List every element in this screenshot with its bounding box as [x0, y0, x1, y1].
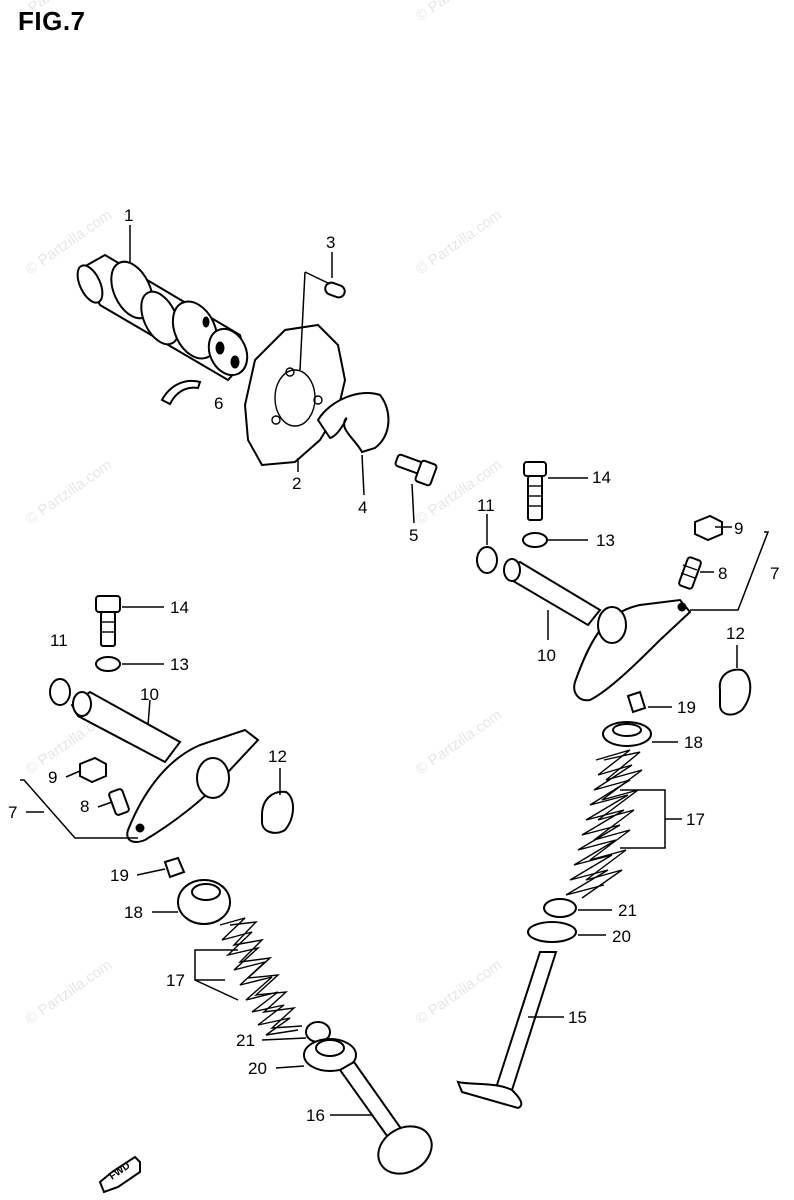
callout-9-right: 9 — [734, 519, 743, 538]
spring-seat-right — [527, 921, 577, 943]
valve-spring-retainer-right — [602, 721, 652, 747]
rocker-shaft-right — [503, 558, 602, 627]
camshaft — [76, 253, 249, 382]
callout-19-right: 19 — [677, 698, 696, 717]
spring-seat-left — [303, 1038, 357, 1072]
callout-18-right: 18 — [684, 733, 703, 752]
callout-20-right: 20 — [612, 927, 631, 946]
callout-21-right: 21 — [618, 901, 637, 920]
valve-cotter-right — [626, 690, 647, 714]
callout-7-right: 7 — [770, 564, 779, 583]
washer-right — [522, 532, 548, 548]
callout-17-left: 17 — [166, 971, 185, 990]
o-ring-right — [476, 546, 498, 574]
callout-21-left: 21 — [236, 1031, 255, 1050]
valve-cotter-left — [163, 856, 186, 879]
rocker-arm-right — [573, 598, 692, 702]
callout-15: 15 — [568, 1008, 587, 1027]
rocker-shaft-left — [70, 690, 182, 764]
bolt-right — [523, 461, 547, 521]
watermark-layer: © Partzilla.com © Partzilla.com © Partzi… — [13, 0, 506, 1028]
callout-17-right: 17 — [686, 810, 705, 829]
watermark: © Partzilla.com — [13, 0, 106, 25]
callout-10-left: 10 — [140, 685, 159, 704]
oil-seal-right — [543, 898, 577, 918]
adjusting-screw-left — [108, 788, 130, 816]
callout-8-left: 8 — [80, 797, 89, 816]
c-clip — [160, 380, 202, 406]
exhaust-valve — [456, 951, 558, 1110]
callout-3: 3 — [326, 233, 335, 252]
forward-direction-arrow: FWD — [98, 1155, 141, 1194]
callout-2: 2 — [292, 474, 301, 493]
callout-9-left: 9 — [48, 768, 57, 787]
callout-19-left: 19 — [110, 866, 129, 885]
watermark: © Partzilla.com — [413, 956, 506, 1028]
adjusting-nut-left — [79, 756, 107, 784]
watermark: © Partzilla.com — [413, 706, 506, 778]
cam-sprocket — [243, 323, 347, 467]
callout-13-left: 13 — [170, 655, 189, 674]
sprocket-bolt — [394, 453, 438, 487]
valve-springs-left — [219, 917, 303, 1036]
valve-spring-retainer-left — [177, 879, 231, 925]
callout-14-left: 14 — [170, 598, 189, 617]
callout-1: 1 — [124, 206, 133, 225]
chain-tensioner-pad-left — [261, 790, 294, 834]
callout-8-right: 8 — [718, 564, 727, 583]
watermark: © Partzilla.com — [23, 956, 116, 1028]
figure-title: FIG.7 — [18, 6, 86, 36]
callout-13-right: 13 — [596, 531, 615, 550]
adjusting-screw-right — [678, 556, 702, 590]
callout-20-left: 20 — [248, 1059, 267, 1078]
valve-springs-right — [565, 749, 643, 899]
callout-4: 4 — [358, 498, 367, 517]
adjusting-nut-right — [694, 514, 723, 542]
callout-6: 6 — [214, 394, 223, 413]
callout-11-right: 11 — [477, 496, 495, 515]
dowel-pin — [324, 281, 346, 299]
o-ring-left — [49, 678, 71, 706]
watermark: © Partzilla.com — [413, 0, 506, 25]
chain-guide-bracket — [316, 392, 390, 454]
chain-tensioner-pad-right — [718, 668, 752, 716]
callout-12-right: 12 — [726, 624, 745, 643]
callout-12-left: 12 — [268, 747, 287, 766]
callout-11-left: 11 — [50, 631, 68, 650]
watermark: © Partzilla.com — [413, 206, 506, 278]
bolt-left — [95, 595, 121, 647]
callout-16: 16 — [306, 1106, 325, 1125]
callout-7-left: 7 — [8, 803, 17, 822]
watermark: © Partzilla.com — [23, 456, 116, 528]
rocker-arm-left — [126, 728, 260, 843]
callout-labels: 1 2 3 4 5 6 7 8 9 10 11 12 13 14 15 16 1… — [8, 206, 779, 1125]
callout-18-left: 18 — [124, 903, 143, 922]
washer-left — [95, 656, 121, 672]
callout-14-right: 14 — [592, 468, 611, 487]
intake-valve — [338, 1060, 433, 1175]
callout-10-right: 10 — [537, 646, 556, 665]
callout-5: 5 — [409, 526, 418, 545]
leader-lines — [20, 225, 770, 1116]
